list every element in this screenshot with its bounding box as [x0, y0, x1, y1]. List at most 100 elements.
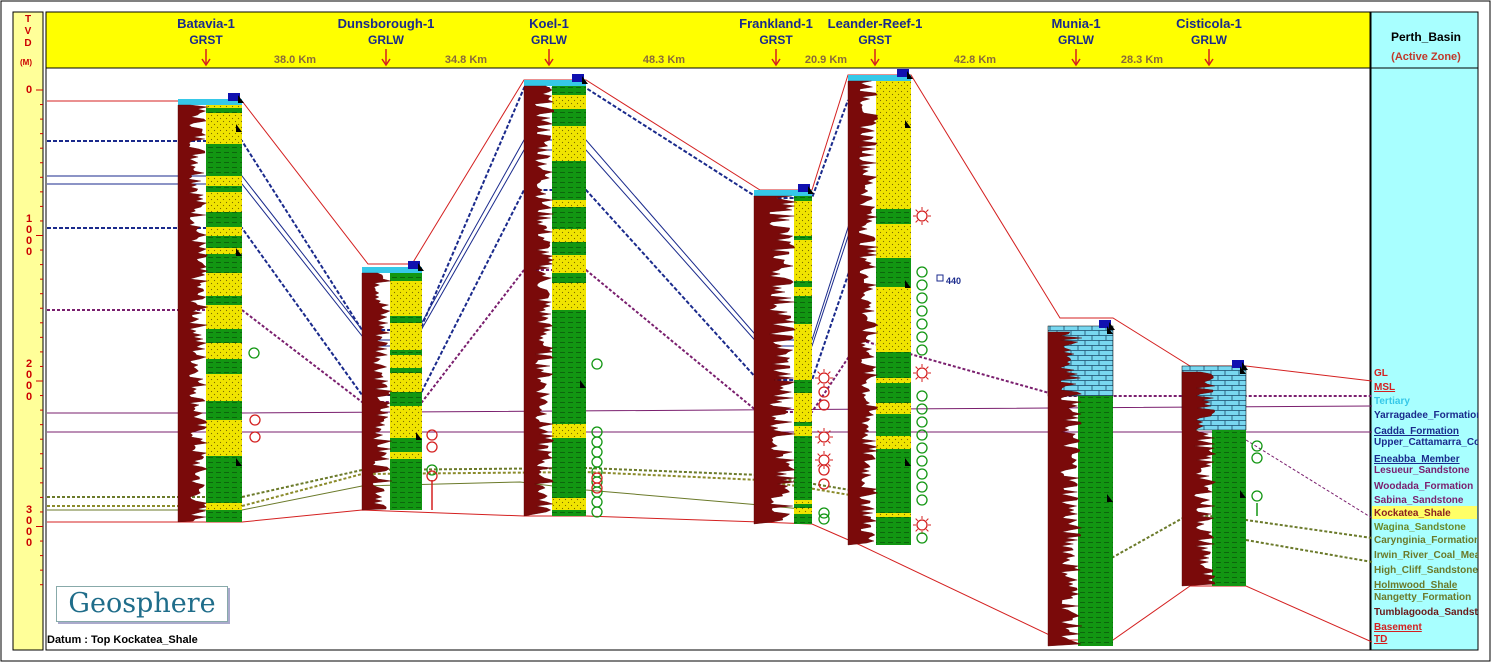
legend-highlight: [1372, 506, 1477, 519]
sand-interval: [390, 307, 422, 311]
kb-marker: [1232, 360, 1244, 368]
shale-interval: [206, 108, 242, 113]
well-column: [1047, 320, 1115, 647]
sand-interval: [876, 129, 911, 134]
shale-interval: [552, 358, 586, 366]
top-marker-icon: [238, 95, 244, 103]
well-column: [361, 261, 424, 511]
core-circle-icon: [249, 431, 261, 443]
legend-item: Holmwood_Shale: [1374, 580, 1458, 591]
shale-interval: [552, 457, 586, 471]
well-log-code: GRLW: [1191, 33, 1227, 47]
core-circle-icon: [818, 507, 830, 519]
kb-marker: [408, 261, 420, 269]
shale-interval: [206, 514, 242, 522]
core-circle-icon: [916, 416, 928, 428]
shale-interval: [552, 161, 586, 167]
shale-interval: [794, 296, 812, 307]
core-circle-icon: [916, 292, 928, 304]
sand-interval: [390, 425, 422, 438]
sand-interval: [794, 407, 812, 422]
flag-marker-icon: [1107, 326, 1113, 334]
basin-title: Perth_Basin: [1390, 30, 1462, 44]
core-circle-icon: [916, 403, 928, 415]
legend-item: High_Cliff_Sandstone: [1374, 565, 1478, 576]
gas-show-icon: [913, 364, 931, 382]
sand-interval: [206, 290, 242, 296]
core-circle-icon: [916, 318, 928, 330]
legend-item: Tumblagooda_Sandstone: [1374, 607, 1478, 618]
tertiary-interval: [362, 267, 422, 273]
shale-interval: [876, 396, 911, 403]
core-circle-icon: [249, 414, 261, 426]
shale-interval: [876, 542, 911, 545]
sand-interval: [794, 508, 812, 514]
sand-interval: [794, 366, 812, 380]
well-column: [847, 69, 913, 546]
tick-label: 0: [25, 84, 33, 96]
shale-interval: [206, 144, 242, 155]
sand-interval: [206, 305, 242, 316]
core-circle-icon: [591, 482, 603, 494]
shale-interval: [794, 504, 812, 508]
flag-marker-icon: [236, 458, 242, 466]
sand-interval: [794, 500, 812, 504]
sand-interval: [206, 343, 242, 347]
tertiary-interval: [524, 80, 586, 86]
sand-interval: [876, 81, 911, 96]
shale-interval: [876, 454, 911, 464]
shale-interval: [206, 401, 242, 408]
sand-interval: [552, 424, 586, 438]
arrow-down-icon: [201, 49, 211, 67]
sand-interval: [552, 296, 586, 310]
axis-unit: (M): [20, 58, 32, 67]
geosphere-logo: Geosphere: [56, 586, 228, 622]
legend-item: Wagina_Sandstone: [1374, 522, 1466, 533]
sand-interval: [876, 294, 911, 305]
gamma-log-trace: [361, 272, 393, 511]
sand-interval: [390, 339, 422, 350]
core-circle-icon: [916, 494, 928, 506]
flag-marker-icon: [236, 248, 242, 256]
sand-interval: [206, 122, 242, 126]
well-log-code: GRST: [759, 33, 793, 47]
shale-interval: [390, 392, 422, 406]
shale-interval: [390, 486, 422, 491]
shale-interval: [390, 368, 422, 373]
core-circle-icon: [591, 358, 603, 370]
sand-interval: [794, 240, 812, 255]
well-column: [753, 184, 814, 525]
shale-interval: [876, 499, 911, 507]
sand-interval: [390, 406, 422, 410]
top-marker-icon: [1109, 322, 1115, 330]
shale-interval: [876, 507, 911, 513]
shale-interval: [206, 478, 242, 485]
flag-marker-icon: [1240, 490, 1246, 498]
well-name: Koel-1: [529, 16, 569, 31]
flag-marker-icon: [580, 380, 586, 388]
flag-marker-icon: [416, 432, 422, 440]
legend-item: TD: [1374, 634, 1388, 645]
core-circle-icon: [916, 331, 928, 343]
shale-interval: [1212, 430, 1246, 586]
shale-interval: [794, 236, 812, 240]
shale-interval: [876, 478, 911, 485]
shale-interval: [794, 422, 812, 426]
sand-interval: [206, 374, 242, 383]
sand-interval: [390, 452, 422, 459]
shale-interval: [552, 192, 586, 200]
well-log-code: GRST: [189, 33, 223, 47]
datum-label: Datum : Top Kockatea_Shale: [47, 634, 198, 646]
sand-interval: [390, 410, 422, 425]
shale-interval: [552, 477, 586, 481]
shale-interval: [552, 167, 586, 179]
core-circle-icon: [916, 468, 928, 480]
shale-interval: [876, 352, 911, 367]
sand-interval: [552, 95, 586, 109]
well-distance: 48.3 Km: [642, 54, 686, 66]
sand-interval: [794, 213, 812, 222]
shale-interval: [876, 367, 911, 378]
sand-interval: [206, 113, 242, 122]
legend-item: Cadda_Formation: [1374, 426, 1460, 437]
well-column: [523, 74, 588, 517]
